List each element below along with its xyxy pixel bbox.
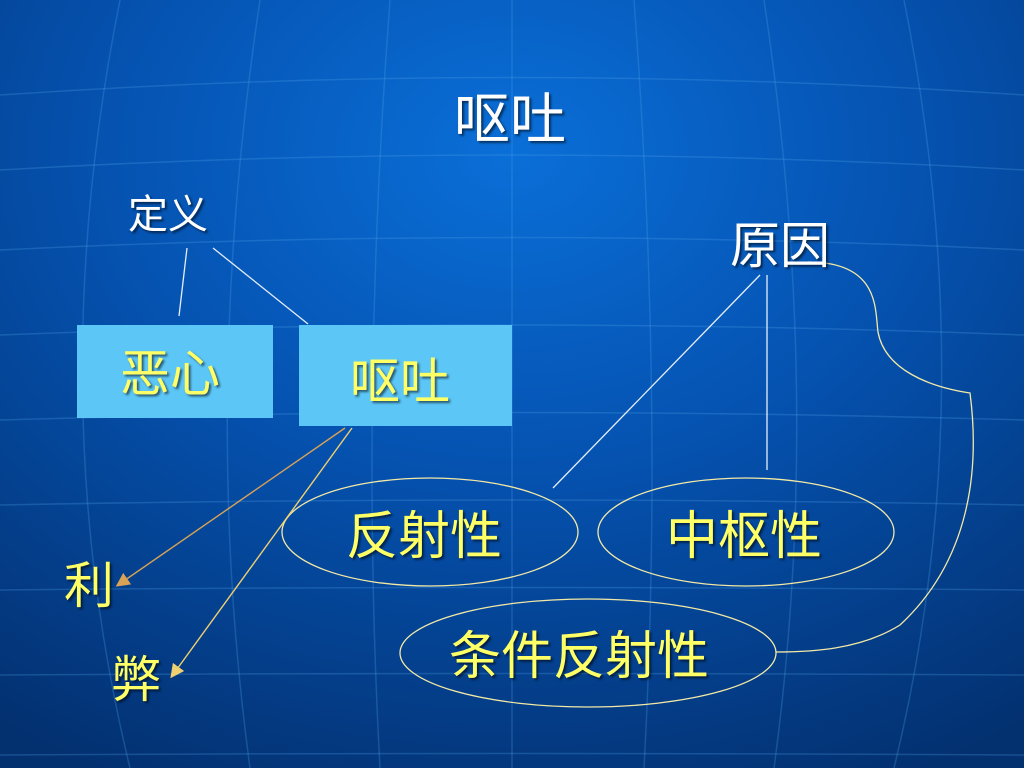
definition-label: 定义 xyxy=(128,192,208,238)
vomiting-box xyxy=(299,325,512,426)
central-ellipse xyxy=(597,477,895,587)
definition-to-nausea-line xyxy=(178,247,188,317)
vomiting-label: 呕吐 xyxy=(350,353,450,411)
benefit-label: 利 xyxy=(64,557,114,615)
slide-title: 呕吐 xyxy=(454,88,566,153)
conditioned-reflex-ellipse xyxy=(399,598,777,708)
vomiting-to-benefit-arrow xyxy=(115,427,346,587)
nausea-label: 恶心 xyxy=(120,345,220,403)
cause-to-reflex-line xyxy=(552,274,761,489)
cause-to-conditioned-brace xyxy=(775,261,974,653)
conditioned-reflex-label: 条件反射性 xyxy=(449,627,710,687)
cause-label: 原因 xyxy=(730,217,830,275)
reflex-label: 反射性 xyxy=(346,507,503,567)
central-label: 中枢性 xyxy=(666,507,823,567)
definition-to-vomiting-line xyxy=(212,247,309,325)
reflex-ellipse xyxy=(281,477,579,587)
nausea-box xyxy=(77,325,273,418)
vomiting-to-harm-arrow xyxy=(170,427,353,679)
harm-label: 弊 xyxy=(111,651,161,709)
